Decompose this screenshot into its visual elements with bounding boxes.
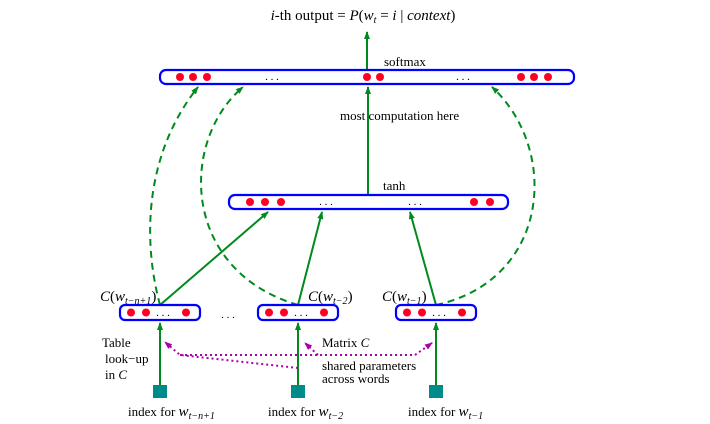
neuron	[418, 308, 426, 317]
embedding3-to-softmax-dashed-arrow	[435, 86, 536, 306]
matrix-c-to-embedding1-arrow	[164, 341, 299, 369]
neuron	[403, 308, 411, 317]
svg-text:look−up: look−up	[105, 351, 148, 366]
neuron	[320, 308, 328, 317]
neuron	[376, 73, 384, 81]
neuron	[486, 198, 494, 206]
embedding-label: C(wt−1)	[382, 289, 427, 307]
across-words-label: across words	[322, 371, 390, 386]
neuron	[127, 308, 135, 317]
most-computation-label: most computation here	[340, 108, 459, 123]
matrix-c-to-embedding3-arrow	[180, 342, 433, 356]
embedding-label: C(wt−n+1)	[100, 289, 156, 307]
embedding1-to-softmax-dashed-arrow	[149, 86, 199, 306]
softmax-label: softmax	[384, 54, 426, 69]
neuron	[277, 198, 285, 206]
softmax-ellipsis-left: . . .	[265, 71, 279, 83]
neuron	[246, 198, 254, 206]
tanh-ellipsis-right: . . .	[408, 196, 422, 208]
embedding2-to-tanh-arrow	[297, 211, 324, 306]
neuron	[189, 73, 197, 81]
neuron	[517, 73, 525, 81]
softmax-layer: . . . . . . softmax	[158, 54, 576, 86]
embedding-box	[256, 303, 340, 322]
embedding-3: . . . C(wt−1)	[382, 289, 478, 322]
between-embeddings-ellipsis: . . .	[221, 309, 235, 321]
index-square-2	[291, 385, 305, 398]
index-label-1: index for wt−n+1	[128, 404, 215, 422]
neuron	[470, 198, 478, 206]
neuron	[280, 308, 288, 317]
embedding-ellipsis: . . .	[294, 307, 308, 319]
neuron	[363, 73, 371, 81]
matrix-c-label: Matrix C	[322, 335, 370, 350]
embedding1-to-tanh-arrow	[159, 211, 269, 306]
embedding3-to-tanh-arrow	[408, 211, 437, 306]
embedding-2: . . . C(wt−2)	[256, 289, 353, 322]
neuron	[203, 73, 211, 81]
neuron	[544, 73, 552, 81]
neuron	[530, 73, 538, 81]
index-square-1	[153, 385, 167, 398]
softmax-ellipsis-right: . . .	[456, 71, 470, 83]
matrix-c-to-embedding2-arrow	[304, 342, 319, 356]
embedding-box	[394, 303, 478, 322]
tanh-label: tanh	[383, 178, 406, 193]
index-square-3	[429, 385, 443, 398]
embedding2-to-softmax-dashed-arrow	[200, 86, 299, 306]
shared-parameters-label: shared parameters	[322, 358, 416, 373]
neuron	[176, 73, 184, 81]
output-title: i-th output = P(wt = i | context)	[271, 8, 456, 26]
neuron	[182, 308, 190, 317]
neuron	[458, 308, 466, 317]
index-label-3: index for wt−1	[408, 404, 483, 422]
svg-text:in C: in C	[105, 367, 127, 382]
tanh-layer-box	[227, 193, 510, 211]
svg-text:Table: Table	[102, 335, 131, 350]
index-label-2: index for wt−2	[268, 404, 343, 422]
table-lookup-annotation: Table look−up in C	[102, 335, 148, 382]
neuron	[265, 308, 273, 317]
embedding-box	[118, 303, 202, 322]
neuron	[142, 308, 150, 317]
embedding-ellipsis: . . .	[156, 307, 170, 319]
tanh-ellipsis-left: . . .	[319, 196, 333, 208]
embedding-1: . . . C(wt−n+1)	[100, 289, 202, 322]
embedding-label: C(wt−2)	[308, 289, 353, 307]
neuron	[261, 198, 269, 206]
tanh-layer: . . . . . . tanh	[227, 178, 510, 211]
embedding-ellipsis: . . .	[432, 307, 446, 319]
